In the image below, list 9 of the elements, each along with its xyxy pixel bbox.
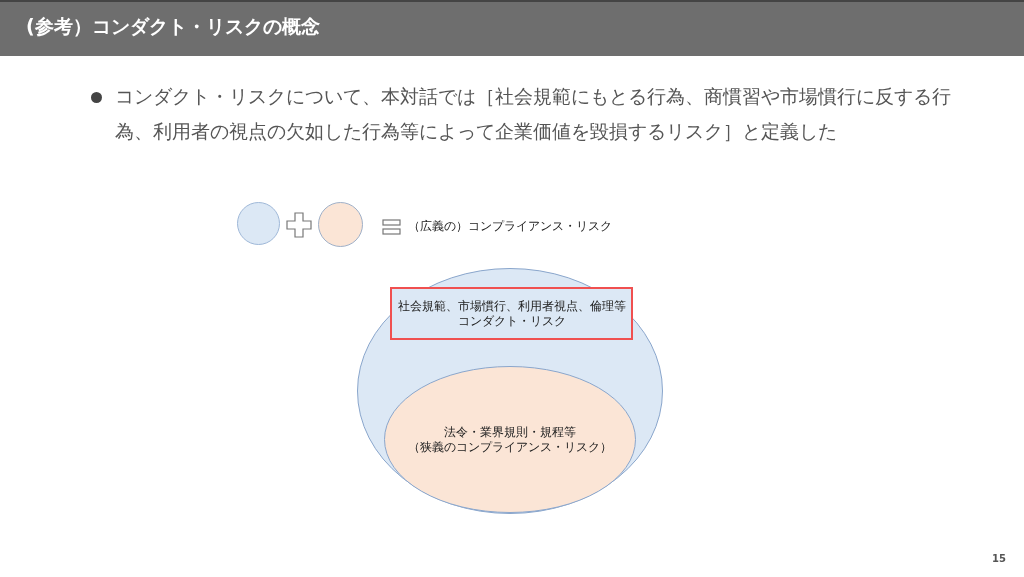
category-text: 社会規範、市場慣行、利用者視点、倫理等 <box>397 298 626 314</box>
page-number: 15 <box>992 553 1006 564</box>
formula-result: （広義の）コンプライアンス・リスク <box>408 219 612 234</box>
title: (参考）コンダクト・リスクの概念 <box>26 14 320 39</box>
risk-name: コンダクト・リスク <box>457 313 566 329</box>
bullet-text: コンダクト・リスクについて、本対話では［社会規範にもとる行為、商慣習や市場慣行に反する行為、利用者の視点の欠如した行為等によって企業価値を毀損するリスク］と定義した <box>115 85 952 144</box>
category-text: 法令・業界規則・規程等 <box>444 424 576 440</box>
highlight-box <box>390 287 633 340</box>
risk-name: （狭義のコンプライアンス・リスク） <box>408 439 612 455</box>
